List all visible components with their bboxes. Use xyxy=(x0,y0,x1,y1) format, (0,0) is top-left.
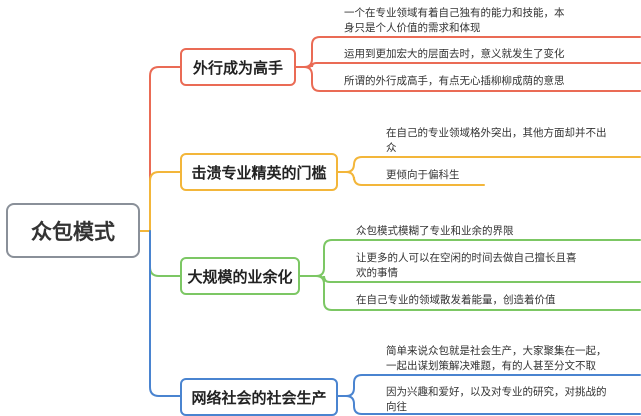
leaf-connector xyxy=(337,395,641,415)
root-label: 众包模式 xyxy=(31,219,115,244)
branch-label: 网络社会的社会生产 xyxy=(191,388,327,407)
leaf-node[interactable]: 因为兴趣和爱好，以及对专业的研究，对挑战的 向往 xyxy=(386,386,607,413)
branch-node-network-production[interactable]: 网络社会的社会生产 xyxy=(180,378,338,416)
leaf-node[interactable]: 在自己的专业领域格外突出，其他方面却并不出 众 xyxy=(386,127,607,154)
leaf-node[interactable]: 众包模式模糊了专业和业余的界限 xyxy=(356,225,514,237)
branch-label: 击溃专业精英的门槛 xyxy=(191,163,327,182)
leaf-connector xyxy=(337,171,485,186)
branch-node-elite-threshold[interactable]: 击溃专业精英的门槛 xyxy=(180,153,338,191)
leaf-node[interactable]: 一个在专业领域有着自己独有的能力和技能，本 身只是个人价值的需求和体现 xyxy=(344,7,565,34)
leaf-node[interactable]: 简单来说众包就是社会生产，大家聚集在一起， 一起出谋划策解决难题，有的人甚至分文… xyxy=(386,345,607,372)
root-node[interactable]: 众包模式 xyxy=(6,203,140,258)
leaf-connector xyxy=(337,156,641,173)
leaf-node[interactable]: 更倾向于偏科生 xyxy=(386,169,460,181)
branch-connector xyxy=(149,171,181,232)
leaf-node[interactable]: 运用到更加宏大的层面去时，意义就发生了变化 xyxy=(344,48,565,60)
leaf-node[interactable]: 在自己专业的领域散发着能量，创造着价值 xyxy=(356,294,556,306)
leaf-node[interactable]: 让更多的人可以在空闲的时间去做自己擅长且喜 欢的事情 xyxy=(356,252,577,279)
leaf-connector xyxy=(295,62,641,68)
branch-connector xyxy=(149,66,181,232)
leaf-connector xyxy=(299,275,641,311)
branch-node-mass-amateurization[interactable]: 大规模的业余化 xyxy=(180,257,300,295)
branch-label: 外行成为高手 xyxy=(192,58,283,77)
branch-label: 大规模的业余化 xyxy=(187,267,293,286)
leaf-connector xyxy=(295,66,641,92)
leaf-node[interactable]: 所谓的外行成高手，有点无心插柳柳成荫的意思 xyxy=(344,75,565,87)
branch-connector xyxy=(149,230,181,277)
branch-node-outsider-expert[interactable]: 外行成为高手 xyxy=(180,48,296,86)
branch-connector xyxy=(149,230,181,397)
